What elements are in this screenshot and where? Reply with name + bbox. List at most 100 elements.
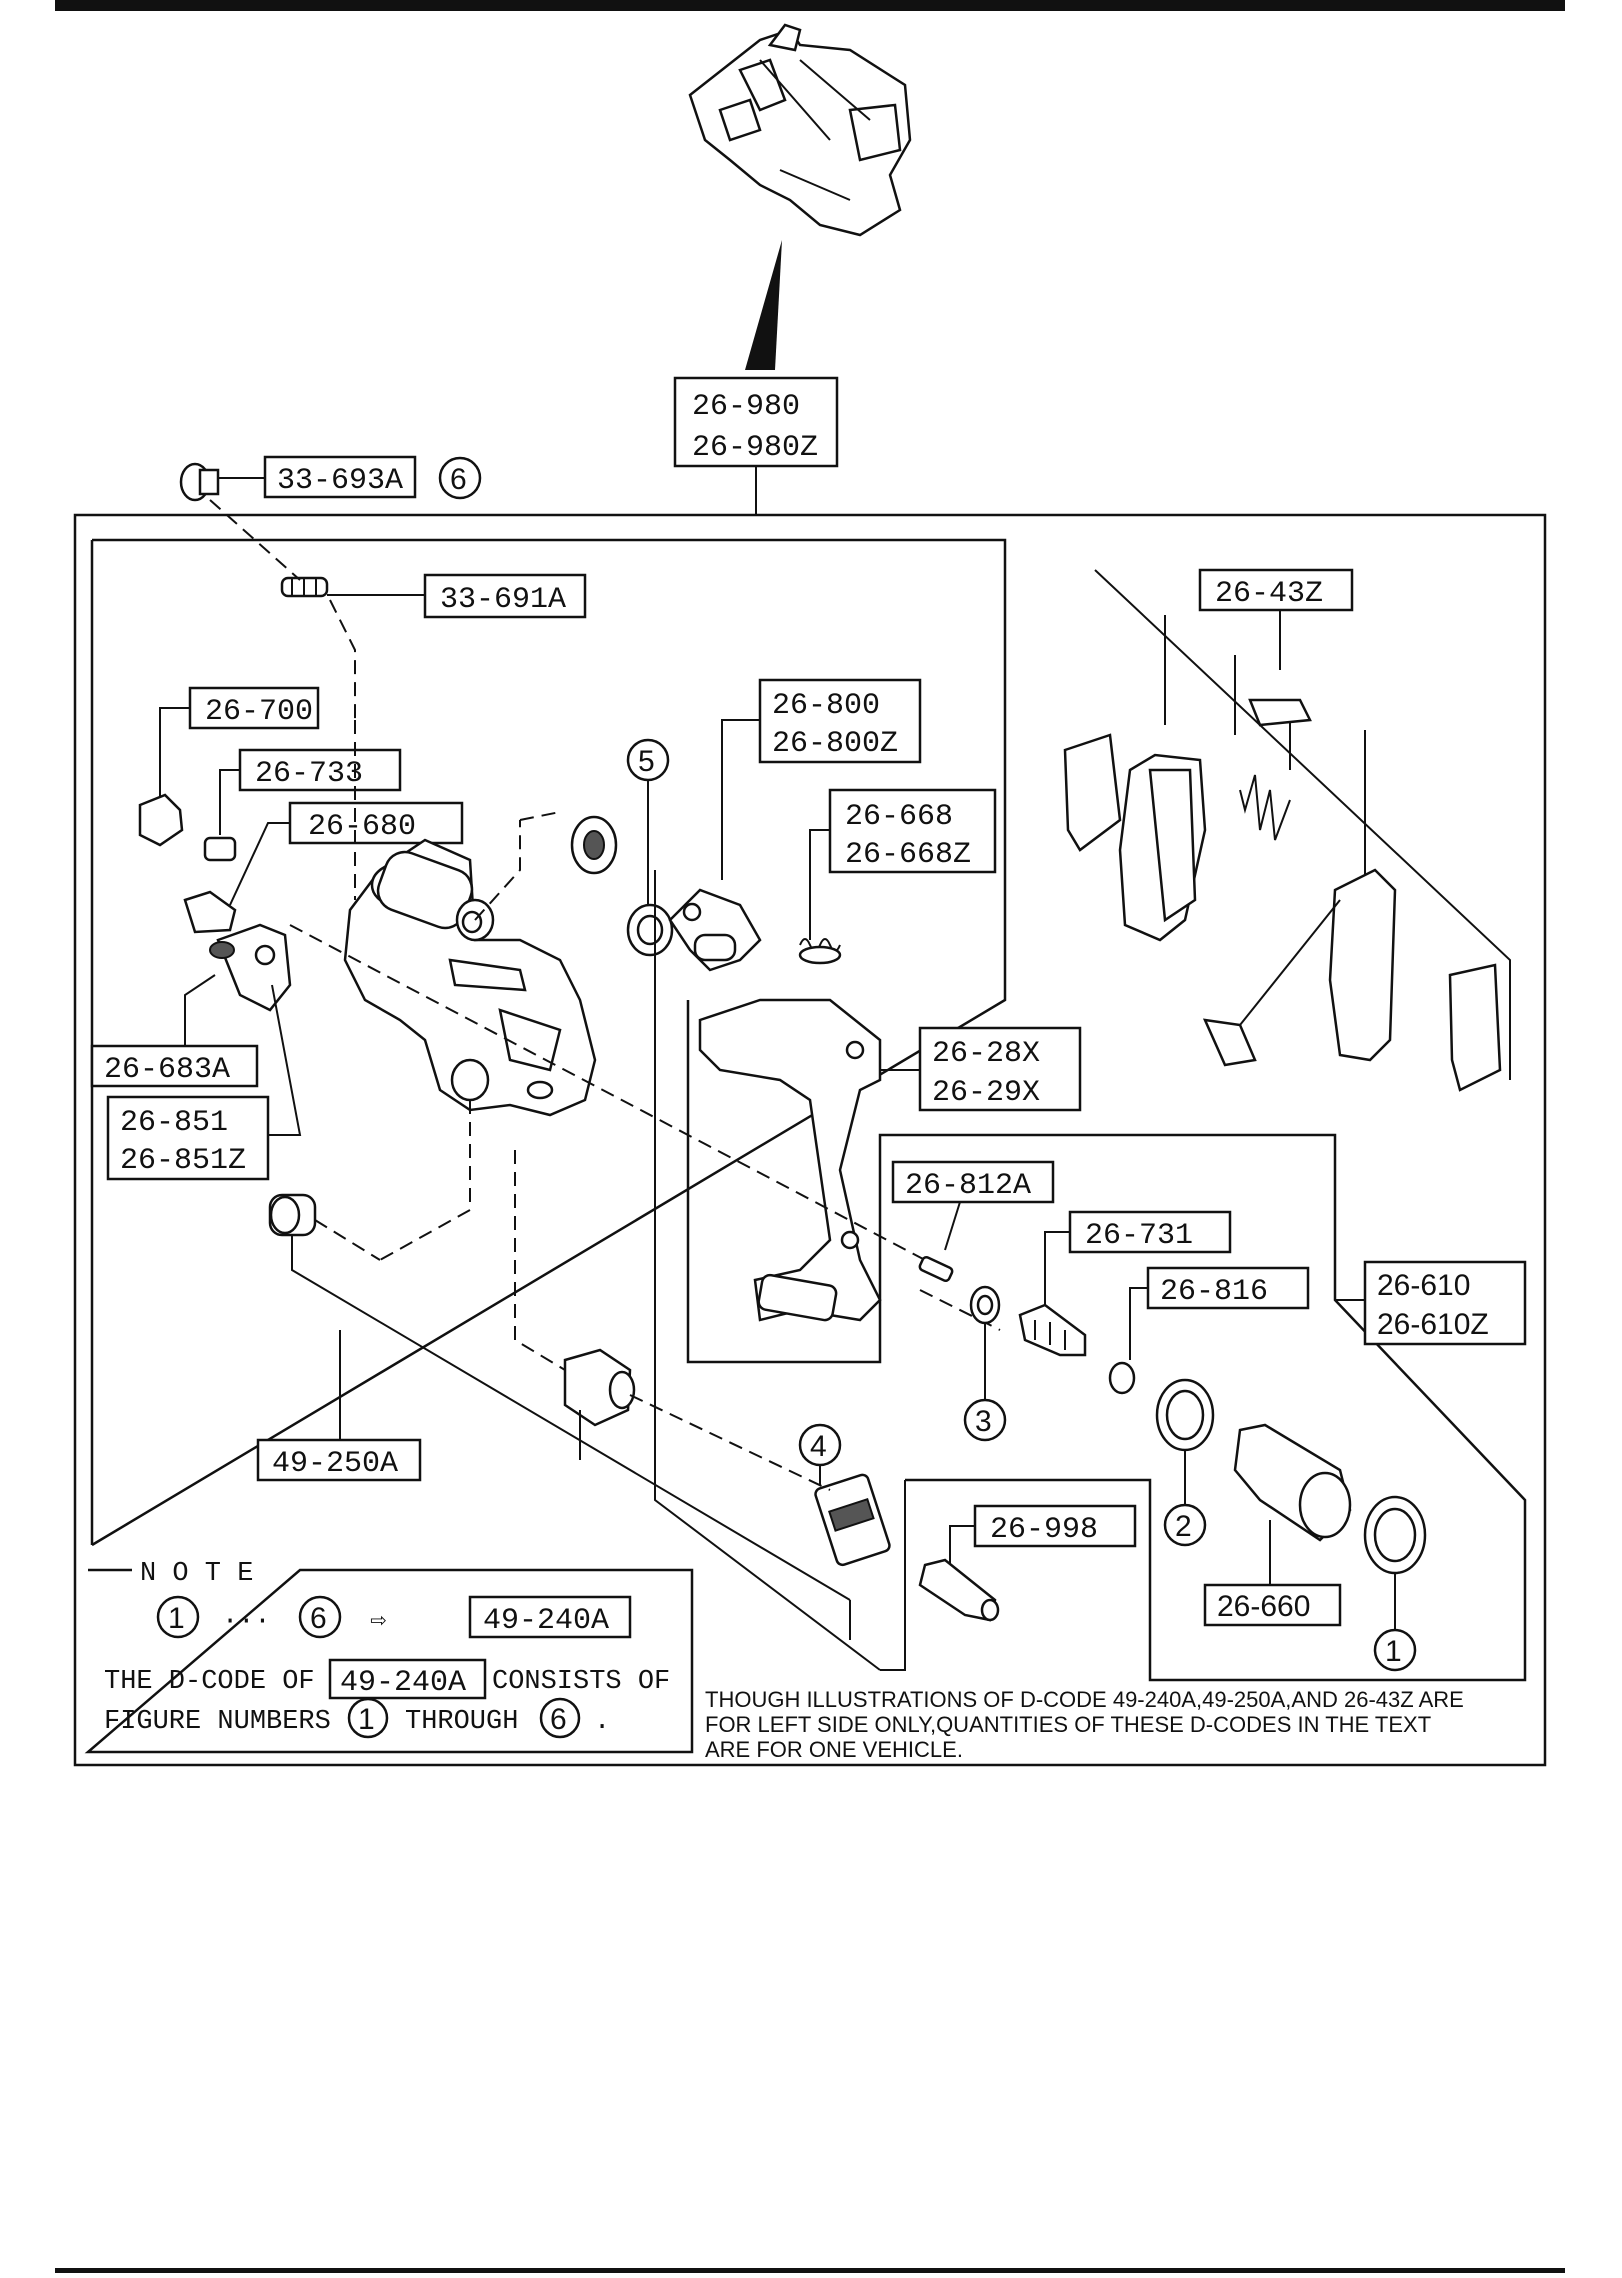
label-26-28X-line2: 26-29X (932, 1076, 1040, 1110)
note-line2-a: FIGURE NUMBERS (104, 1707, 331, 1737)
snap-ring-part (1108, 1361, 1136, 1395)
washer-3-part (969, 1285, 1001, 1325)
label-26-668[interactable]: 26-668 26-668Z (828, 788, 997, 874)
piston-part (1233, 1423, 1352, 1542)
caliper-assembly-illustration (688, 23, 912, 370)
label-26-800[interactable]: 26-800 26-800Z (758, 678, 922, 764)
label-26-851[interactable]: 26-851 26-851Z (106, 1095, 270, 1181)
bleeder-screw-part (280, 576, 329, 598)
outer-frame (73, 513, 1547, 1767)
callout-1-text: 1 (1385, 1635, 1402, 1668)
label-26-668-line2: 26-668Z (845, 838, 971, 872)
disclaimer-line2: FOR LEFT SIDE ONLY,QUANTITIES OF THESE D… (705, 1712, 1431, 1737)
wear-indicator-part (1202, 1018, 1257, 1067)
callout-3-text: 3 (975, 1405, 992, 1438)
callout-2-text: 2 (1175, 1510, 1192, 1543)
callout-3: 3 (963, 1398, 1007, 1442)
pad-right-part (1328, 868, 1397, 1062)
guide-pin-part (918, 1558, 1000, 1622)
callout-5-text: 5 (638, 745, 655, 778)
label-26-660[interactable]: 26-660 (1203, 1583, 1342, 1627)
label-26-800-line1: 26-800 (772, 689, 880, 723)
note-line2-end: . (594, 1707, 610, 1737)
label-26-816[interactable]: 26-816 (1146, 1266, 1310, 1310)
label-49-250A[interactable]: 49-250A (256, 1438, 422, 1482)
label-bleeder-cap[interactable]: 33-693A (263, 455, 417, 499)
label-26-851-line2: 26-851Z (120, 1144, 246, 1178)
note-kit-code[interactable]: 49-240A (468, 1595, 632, 1639)
label-26-680-text: 26-680 (308, 810, 416, 844)
label-26-683A-text: 26-683A (104, 1053, 230, 1087)
label-26-851-line1: 26-851 (120, 1106, 228, 1140)
lever-part (668, 888, 762, 972)
label-26-733[interactable]: 26-733 (238, 748, 402, 792)
note-line2-n1-text: 1 (358, 1703, 375, 1736)
inner-frame-caliper (91, 538, 1007, 1547)
label-26-610-line2: 26-610Z (1377, 1308, 1489, 1341)
label-assembly[interactable]: 26-980 26-980Z (673, 376, 839, 468)
bushing-part (268, 1193, 317, 1237)
label-26-816-text: 26-816 (1160, 1275, 1268, 1309)
spring-part (798, 938, 842, 965)
note-line2-b: THROUGH (405, 1707, 518, 1737)
callout-5: 5 (626, 738, 670, 782)
label-26-812A-text: 26-812A (905, 1169, 1031, 1203)
ring-5-part (626, 903, 674, 957)
label-26-610-line1: 26-610 (1377, 1269, 1470, 1302)
bracket-part (209, 923, 292, 1012)
note-line1-code[interactable]: 49-240A (328, 1658, 487, 1700)
label-26-610[interactable]: 26-610 26-610Z (1363, 1260, 1527, 1346)
label-26-800-line2: 26-800Z (772, 727, 898, 761)
label-26-28X-line1: 26-28X (932, 1037, 1040, 1071)
label-26-733-text: 26-733 (255, 757, 363, 791)
disclaimer: THOUGH ILLUSTRATIONS OF D-CODE 49-240A,4… (705, 1687, 1464, 1762)
label-26-683A[interactable]: 26-683A (90, 1044, 259, 1088)
label-26-731-text: 26-731 (1085, 1219, 1193, 1253)
label-bleeder-cap-text: 33-693A (277, 464, 403, 498)
label-bleeder-screw-text: 33-691A (440, 583, 566, 617)
grease-packet-part (814, 1473, 891, 1567)
mounting-support-part (698, 998, 882, 1322)
note-box (84, 1568, 694, 1754)
note-range-end: 6 (310, 1602, 327, 1635)
label-26-812A[interactable]: 26-812A (891, 1160, 1055, 1204)
disclaimer-line3: ARE FOR ONE VEHICLE. (705, 1737, 963, 1762)
disclaimer-line1: THOUGH ILLUSTRATIONS OF D-CODE 49-240A,4… (705, 1687, 1464, 1712)
top-rule (55, 0, 1565, 11)
label-49-250A-text: 49-250A (272, 1447, 398, 1481)
label-26-28X[interactable]: 26-28X 26-29X (918, 1026, 1082, 1112)
note-arrow-icon: ⇨ (370, 1607, 386, 1637)
pin-part (918, 1255, 954, 1283)
shim-right-part (1448, 963, 1502, 1092)
label-26-700[interactable]: 26-700 (188, 686, 320, 730)
note-line1-b: CONSISTS OF (492, 1667, 670, 1697)
pin-boot-upper-part (570, 815, 618, 875)
note-kit-code-text: 49-240A (483, 1604, 609, 1638)
adjuster-part (1018, 1303, 1087, 1357)
bolt-cap-part (138, 793, 184, 847)
label-26-998[interactable]: 26-998 (973, 1504, 1137, 1548)
label-26-43Z[interactable]: 26-43Z (1198, 568, 1354, 612)
callout-4-text: 4 (810, 1430, 827, 1463)
note-range: 1 ··· 6 ⇨ (156, 1595, 386, 1639)
callout-1: 1 (1373, 1628, 1417, 1672)
note-line2-n1: 1 (347, 1697, 389, 1739)
label-assembly-line2: 26-980Z (692, 431, 818, 465)
sleeve-part (203, 836, 237, 862)
callout-6-top: 6 (438, 456, 482, 500)
assembly-pointer (745, 240, 782, 370)
bottom-rule (55, 2268, 1565, 2273)
bolt-part (183, 890, 237, 934)
label-26-731[interactable]: 26-731 (1068, 1210, 1232, 1254)
bleeder-cap-part (179, 462, 220, 502)
label-bleeder-screw[interactable]: 33-691A (423, 573, 587, 619)
callout-2: 2 (1163, 1503, 1207, 1547)
label-26-660-text: 26-660 (1217, 1590, 1310, 1623)
seal-2-part (1155, 1378, 1215, 1452)
note-line2-n2: 6 (539, 1697, 581, 1739)
label-26-998-text: 26-998 (990, 1513, 1098, 1547)
pad-left-part (1118, 753, 1207, 942)
pin-boot-lower-part (563, 1348, 636, 1427)
label-26-680[interactable]: 26-680 (288, 801, 464, 845)
